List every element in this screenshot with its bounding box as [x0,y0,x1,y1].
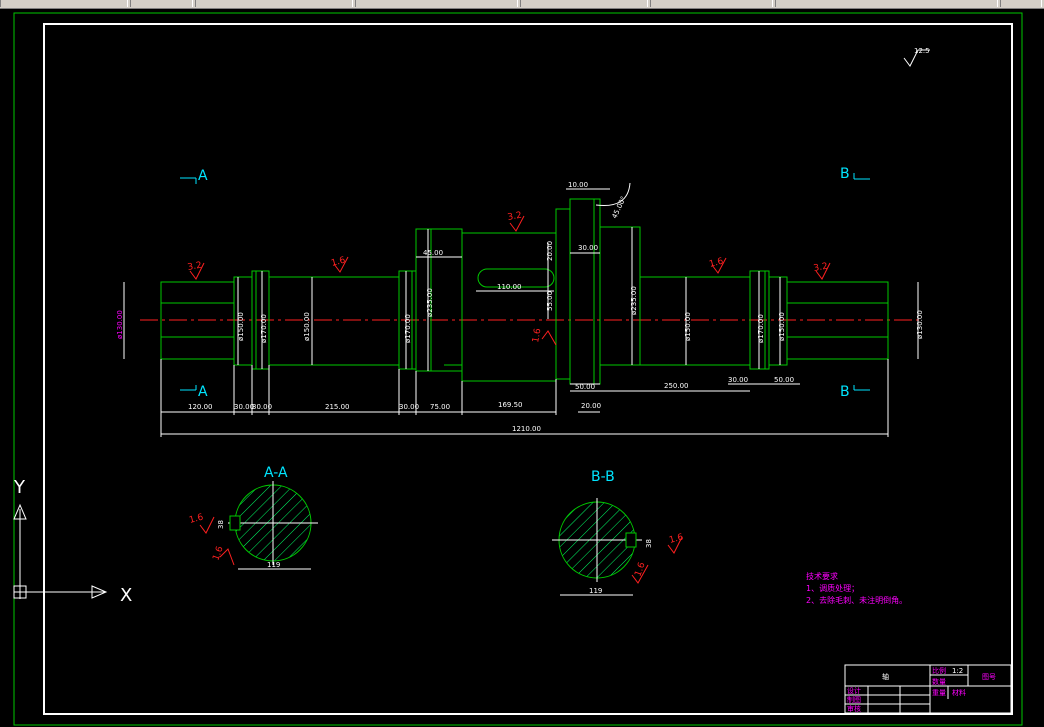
dim-215: 215.00 [325,403,350,411]
horizontal-dimension-text: 120.00 30.00 30.00 215.00 30.00 75.00 16… [188,181,794,433]
tb-part-name: 轴 [882,672,889,681]
drawing-canvas[interactable]: 12.5 [0,9,1044,727]
dim-30c: 30.00 [399,403,419,411]
tech-notes: 技术要求 1、调质处理； 2、去除毛刺、未注明倒角。 [806,571,907,605]
marker-b-top: B [840,166,850,182]
toolbar-strip [0,0,1044,9]
dim-body-r: ø150.00 [684,312,692,341]
dim-50b: 50.00 [774,376,794,384]
tb-material: 材料 [952,688,966,697]
general-roughness-symbol: 12.5 [903,47,930,67]
dim-120: 120.00 [188,403,213,411]
toolbar-segment[interactable] [130,0,193,7]
horizontal-dimensions [160,188,889,437]
ucs-y-label: Y [13,477,26,498]
roughness-flange: 1.6 [531,327,543,343]
title-block-text: 轴 比例 1:2 数量 图号 材料 重量 设计 制图 审核 [847,666,996,713]
toolbar-segment[interactable] [775,0,998,7]
toolbar-segment[interactable] [520,0,648,7]
roughness-hub: 3.2 [507,211,523,223]
dim-20: 20.00 [581,402,601,410]
tech-notes-line1: 1、调质处理； [806,583,859,593]
section-b-depth: 38 [645,539,653,548]
roughness-sec-a-2: 1.6 [211,545,225,562]
tech-notes-title: 技术要求 [806,571,838,581]
tb-scale-label: 比例 [932,666,946,675]
tech-notes-line2: 2、去除毛刺、未注明倒角。 [806,595,907,605]
dim-key-depth: 20.00 [546,241,554,261]
ucs-x-label: X [120,585,132,606]
dim-top10: 10.00 [568,181,588,189]
roughness-right-end: 3.2 [813,262,829,274]
shaft-outline [160,198,889,385]
dim-collar-r: ø170.00 [757,314,765,343]
dim-key-h: 55.00 [546,291,554,311]
dim-shoulder-l: ø170.00 [260,314,268,343]
roughness-sec-b-2: 1.6 [633,561,647,578]
toolbar-segment[interactable] [1000,0,1042,7]
dim-left-end: ø130.00 [116,310,124,339]
dim-collar-l: ø170.00 [404,314,412,343]
tb-drawing-no: 图号 [982,673,996,681]
drawing-border [43,23,1013,715]
dim-body-l: ø150.00 [303,312,311,341]
ucs-icon [13,503,108,599]
marker-a-top: A [198,168,208,184]
dim-gear30: 30.00 [578,244,598,252]
tb-draw: 制图 [847,695,861,704]
section-markers: A A B B [180,166,870,400]
tb-design: 设计 [847,686,861,695]
angle-arc [595,182,631,207]
roughness-sec-b-1: 1.6 [668,532,685,545]
vertical-dimensions [123,227,919,371]
roughness-sec-a-1: 1.6 [188,512,205,525]
vertical-dimension-text: ø130.00 ø150.00 ø170.00 ø150.00 ø170.00 … [116,241,924,343]
section-view-b: B-B 119 38 1.6 1.6 [552,469,685,596]
dim-30b: 30.00 [252,403,272,411]
general-roughness-value: 12.5 [914,47,930,55]
marker-a-bottom: A [198,384,208,400]
dim-angle: 45.00° [611,195,628,220]
dim-250: 250.00 [664,382,689,390]
dim-gear-dia: ø235.00 [630,286,638,315]
roughness-body-r: 1.6 [708,256,725,269]
tb-qty-label: 数量 [932,677,946,686]
section-b-width: 119 [589,587,602,595]
dim-hub: ø235.00 [426,288,434,317]
section-a-width: 119 [267,561,280,569]
dim-75: 75.00 [430,403,450,411]
dim-hub45: 45.00 [423,249,443,257]
toolbar-segment[interactable] [195,0,353,7]
title-block [844,664,1012,714]
marker-b-bottom: B [840,384,850,400]
dim-bearing-l: ø150.00 [237,312,245,341]
tb-check: 审核 [847,704,861,713]
dim-30d: 30.00 [728,376,748,384]
section-view-a: A-A 119 38 1.6 1.6 [188,465,318,570]
tb-scale-value: 1:2 [952,667,963,675]
section-b-title: B-B [591,469,615,485]
toolbar-segment[interactable] [650,0,773,7]
toolbar-segment[interactable] [0,0,128,7]
dim-30a: 30.00 [234,403,254,411]
dim-total: 1210.00 [512,425,541,433]
section-a-depth: 38 [217,520,225,529]
toolbar-segment[interactable] [355,0,518,7]
roughness-body-l: 1.6 [330,255,347,268]
dim-bearing-r: ø150.00 [778,312,786,341]
dim-key110: 110.00 [497,283,522,291]
roughness-left-end: 3.2 [187,261,203,273]
dim-right-end: ø130.00 [916,310,924,339]
outer-frame [13,12,1023,726]
tb-weight: 重量 [932,689,946,697]
roughness-symbols: 3.2 1.6 3.2 1.6 1.6 3.2 [187,211,831,346]
dim-169: 169.50 [498,401,523,409]
dim-50a: 50.00 [575,383,595,391]
section-a-title: A-A [264,465,288,481]
